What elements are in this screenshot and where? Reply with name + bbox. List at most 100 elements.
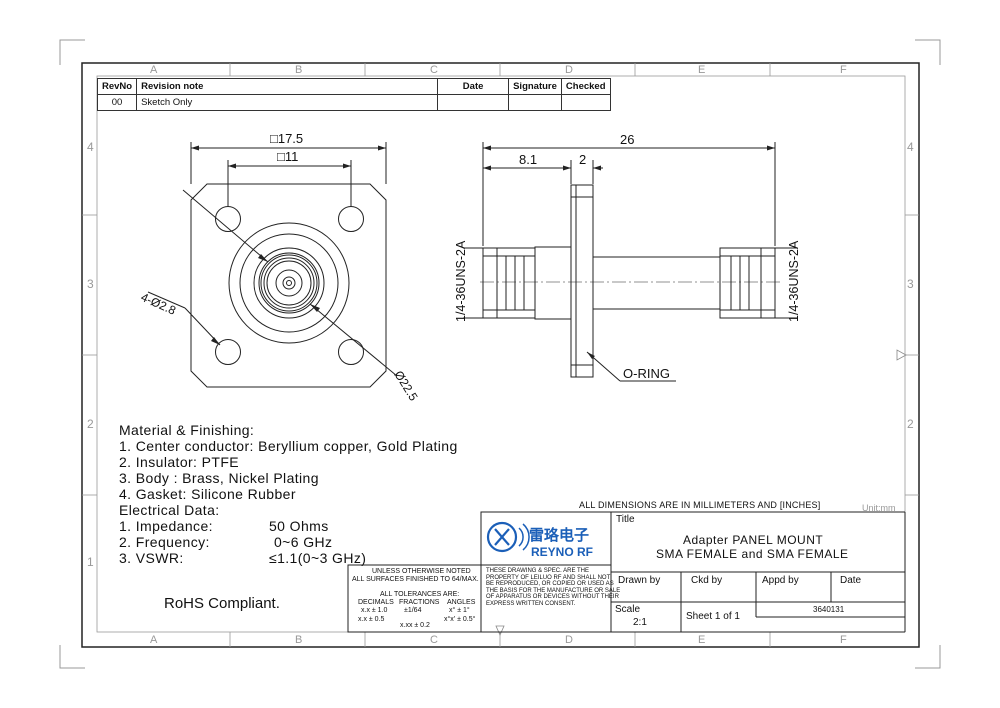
title-label: Title <box>616 514 635 525</box>
right-connector <box>719 247 776 319</box>
dim-total: 26 <box>620 132 634 147</box>
material-item: 3. Body : Brass, Nickel Plating <box>119 470 319 486</box>
tol-frac2: x.xx ± 0.2 <box>400 622 430 629</box>
table-row: 00 Sketch Only <box>96 94 611 111</box>
sheet-number: Sheet 1 of 1 <box>686 611 740 622</box>
rev-cell-revno: 00 <box>96 94 138 111</box>
zone-row-4: 4 <box>87 140 94 154</box>
rev-cell-checked <box>560 94 611 111</box>
title-block-lines <box>347 511 906 633</box>
rev-cell-date <box>437 94 510 111</box>
zone-col-d-bottom: D <box>565 634 573 646</box>
tol-head-angles: ANGLES <box>447 599 476 606</box>
dim-outer-square: □17.5 <box>270 131 303 146</box>
logo-mark-icon <box>486 521 518 553</box>
notice-line: PROPERTY OF LEILUO RF AND SHALL NOT <box>486 574 611 581</box>
rev-cell-note: Sketch Only <box>136 94 439 111</box>
dim-inner-square: □11 <box>277 149 298 164</box>
zone-col-e-bottom: E <box>698 634 706 646</box>
dim-flange: 2 <box>579 152 586 167</box>
zone-col-b-bottom: B <box>295 634 303 646</box>
rev-header-signature: Signature <box>508 78 562 95</box>
notice-line: OF APPARATUS OR DEVICES WITHOUT THEIR <box>486 594 619 600</box>
rev-header-checked: Checked <box>560 78 611 95</box>
front-flange-outline <box>190 183 387 388</box>
zone-col-c: C <box>430 64 438 76</box>
electrical-value: 0~6 GHz <box>274 534 333 550</box>
tol-head-decimals: DECIMALS <box>358 599 394 606</box>
tol-line3: ALL TOLERANCES ARE: <box>380 591 460 598</box>
material-item: 1. Center conductor: Beryllium copper, G… <box>119 438 458 454</box>
front-view <box>147 142 398 388</box>
zone-col-d: D <box>565 64 573 76</box>
zone-row-3: 3 <box>87 277 94 291</box>
thread-left: 1/4-36UNS-2A <box>454 240 468 322</box>
material-item: 4. Gasket: Silicone Rubber <box>119 486 296 502</box>
electrical-label: 1. Impedance: <box>119 518 213 534</box>
electrical-value: ≤1.1(0~3 GHz) <box>269 550 367 566</box>
scale-label: Scale <box>615 604 641 615</box>
thread-right: 1/4-36UNS-2A <box>787 240 801 322</box>
rev-header-date: Date <box>437 78 510 95</box>
title-line2: SMA FEMALE and SMA FEMALE <box>656 547 849 561</box>
zone-col-b: B <box>295 64 303 76</box>
scale-value: 2:1 <box>633 617 647 628</box>
dim-offset: 8.1 <box>519 152 537 167</box>
material-item: 2. Insulator: PTFE <box>119 454 240 470</box>
tol-head-fractions: FRACTIONS <box>399 599 440 606</box>
side-flange <box>570 184 594 378</box>
electrical-label: 3. VSWR: <box>119 550 184 566</box>
mount-hole <box>338 339 364 365</box>
zone-col-c-bottom: C <box>430 634 438 646</box>
zone-row-2: 2 <box>87 417 94 431</box>
zone-row-2-right: 2 <box>907 417 914 431</box>
logo-chinese: 雷珞电子 <box>529 526 589 544</box>
oring-label: O-RING <box>623 366 670 381</box>
ckd-by-label: Ckd by <box>691 575 723 586</box>
electrical-title: Electrical Data: <box>119 502 220 518</box>
zone-col-f: F <box>840 64 847 76</box>
materials-title: Material & Finishing: <box>119 422 255 438</box>
zone-col-a: A <box>150 64 158 76</box>
front-arrows <box>191 145 386 345</box>
appd-by-label: Appd by <box>762 575 799 586</box>
tol-frac1: ±1/64 <box>404 607 422 614</box>
notice-line: THE BASIS FOR THE MANUFACTURE OR SALE <box>486 587 621 594</box>
outer-frame <box>59 39 941 669</box>
rev-header-revno: RevNo <box>96 78 138 95</box>
zone-col-a-bottom: A <box>150 634 158 646</box>
rev-cell-signature <box>508 94 562 111</box>
dimensions-note: ALL DIMENSIONS ARE IN MILLIMETERS AND [I… <box>579 500 821 510</box>
mount-hole <box>338 206 364 232</box>
rev-header-note: Revision note <box>136 78 439 95</box>
notice-line: EXPRESS WRITTEN CONSENT. <box>486 600 576 607</box>
dim-circle: Ø22.5 <box>391 368 420 403</box>
unit-note: Unit:mm <box>862 503 896 513</box>
drawn-by-label: Drawn by <box>618 575 661 586</box>
tol-ang2: x°x' ± 0.5° <box>444 616 476 623</box>
centering-marks <box>495 349 907 636</box>
logo-signal-icon <box>518 523 530 551</box>
date-label: Date <box>840 575 862 586</box>
tol-line2: ALL SURFACES FINISHED TO 64/MAX. <box>352 576 479 583</box>
dim-holes: 4-Ø2.8 <box>139 290 179 318</box>
side-view <box>463 142 797 382</box>
revision-table: RevNo Revision note Date Signature Check… <box>96 78 611 111</box>
tol-ang1: x° ± 1° <box>449 607 470 614</box>
left-connector <box>482 247 536 319</box>
rohs-note: RoHS Compliant. <box>164 595 280 612</box>
zone-col-e: E <box>698 64 706 76</box>
tol-dec1: x.x ± 1.0 <box>361 607 388 614</box>
notice-line: BE REPRODUCED, OR COPIED OR USED AS <box>486 581 614 587</box>
zone-row-4-right: 4 <box>907 140 914 154</box>
zone-row-3-right: 3 <box>907 277 914 291</box>
mount-hole <box>215 339 241 365</box>
electrical-value: 50 Ohms <box>269 518 329 534</box>
title-line1: Adapter PANEL MOUNT <box>683 533 824 547</box>
notice-line: THESE DRAWING & SPEC. ARE THE <box>486 568 590 574</box>
side-arrows <box>483 145 775 359</box>
zone-col-f-bottom: F <box>840 634 847 646</box>
logo-english: REYNO RF <box>531 545 593 559</box>
tol-line1: UNLESS OTHERWISE NOTED <box>372 568 471 575</box>
